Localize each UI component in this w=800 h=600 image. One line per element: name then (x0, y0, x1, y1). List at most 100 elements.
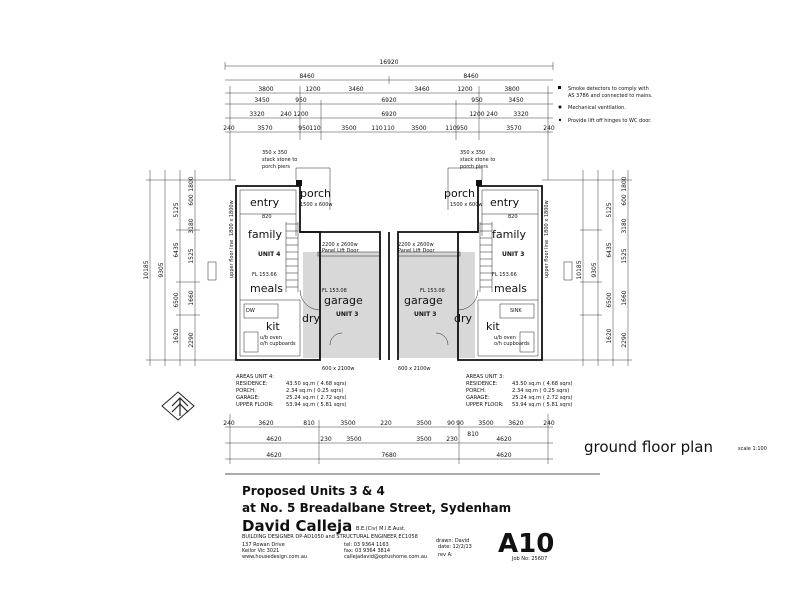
dim-b2-4: 3500 (416, 436, 431, 443)
dim-left-12: 1620 (173, 328, 180, 343)
fl-level-left: FL 153.66 (252, 272, 277, 278)
dim-right-10: 5125 (606, 202, 613, 217)
dim-b1-5: 220 (380, 420, 392, 427)
garage-unit-left: UNIT 3 (336, 311, 358, 318)
dim-row4-3: 6920 (381, 97, 396, 104)
dim-left-1: 1800 (188, 176, 195, 191)
areas-left-value-2: 2.34 sq.m ( 0.25 sqrs) (286, 388, 343, 394)
garage-right-floor (399, 252, 475, 358)
dim-b1-7: 90 (447, 420, 455, 427)
areas-left-label-4: UPPER FLOOR: (236, 402, 274, 408)
dim-row4-4: 950 (471, 97, 483, 104)
dim-left-8: 10185 (143, 260, 150, 279)
oven-right-1: u/b oven (494, 335, 516, 341)
fax: fax: 03 9364 3814 (344, 548, 390, 554)
door-820-left: 820 (262, 214, 272, 220)
dim-row6-1: 240 (223, 125, 235, 132)
designer-role: BUILDING DESIGNER DP-AD1050 and STRUCTUR… (242, 534, 418, 540)
website: www.housedesign.com.au (242, 554, 307, 560)
upper-floor-line-right: upper floor line (544, 240, 550, 278)
areas-right-label-1: RESIDENCE: (466, 381, 498, 387)
room-kit-right: kit (486, 320, 500, 333)
dim-b1-8: 90 (456, 420, 464, 427)
dim-right-1: 1800 (621, 176, 628, 191)
areas-right-value-1: 43.50 sq.m ( 4.68 sqrs) (512, 381, 573, 387)
dim-b1-1: 240 (223, 420, 235, 427)
window-bottom-right: 600 x 2100w (398, 366, 431, 372)
left-dimension-chains: 1800 600 3180 1525 6435 1660 2290 10185 9305 5125… (143, 170, 236, 366)
dim-row6-10: 950 (456, 125, 468, 132)
dim-b2-3: 3500 (346, 436, 361, 443)
room-entry-left: entry (250, 196, 280, 209)
dim-left-9: 9305 (158, 262, 165, 277)
oven-left-2: o/h cupboards (260, 341, 296, 347)
garage-door-left-2: Panel Lift Door (322, 248, 359, 254)
areas-right-title: AREAS UNIT 3: (466, 374, 504, 380)
areas-right-label-3: GARAGE: (466, 395, 490, 401)
areas-left-value-4: 53.94 sq.m ( 5.81 sqrs) (286, 402, 347, 408)
areas-right-label-2: PORCH: (466, 388, 486, 394)
dim-left-4: 1525 (188, 248, 195, 263)
dim-b1-2: 3620 (258, 420, 273, 427)
dim-right-9: 9305 (591, 262, 598, 277)
dim-b3-2: 7680 (381, 452, 396, 459)
bottom-dimension-chains: 240 3620 810 3500 220 3500 90 90 3500 81… (223, 414, 555, 464)
dim-row5-5: 1200 (469, 111, 484, 118)
dim-row6-5: 3500 (341, 125, 356, 132)
areas-left-label-3: GARAGE: (236, 395, 260, 401)
dim-row3-5: 1200 (457, 86, 472, 93)
areas-left-title: AREAS UNIT 4: (236, 374, 274, 380)
areas-right-value-2: 2.34 sq.m ( 0.25 sqrs) (512, 388, 569, 394)
garage-fl-left: FL 153.08 (322, 288, 347, 294)
dim-left-10: 5125 (173, 202, 180, 217)
dim-right-2: 600 (621, 194, 628, 206)
porch-note-right-3: porch piers (460, 164, 488, 170)
dim-right-3: 3180 (621, 218, 628, 233)
room-porch-right: porch (444, 187, 475, 200)
dim-left-7: 2290 (188, 332, 195, 347)
fl-level-right: FL 153.66 (492, 272, 517, 278)
dim-row5-1: 3320 (249, 111, 264, 118)
areas-right-label-4: UPPER FLOOR: (466, 402, 504, 408)
room-dry-right: dry (454, 312, 473, 325)
areas-unit-4: AREAS UNIT 4: RESIDENCE: 43.50 sq.m ( 4.… (236, 374, 347, 408)
room-garage-right: garage (404, 294, 443, 307)
sheet-number: A10 (498, 529, 554, 559)
areas-unit-3: AREAS UNIT 3: RESIDENCE: 43.50 sq.m ( 4.… (466, 374, 573, 408)
room-meals-right: meals (494, 282, 527, 295)
unit-label-left: UNIT 4 (258, 251, 280, 258)
room-meals-left: meals (250, 282, 283, 295)
garage-unit-right: UNIT 3 (414, 311, 436, 318)
dim-row6-11: 3570 (506, 125, 521, 132)
room-family-right: family (492, 228, 526, 241)
note-1-line-2: AS 3786 and connected to mains. (568, 93, 653, 99)
dim-row6-4: 110 (309, 125, 321, 132)
areas-right-value-3: 25.24 sq.m ( 2.72 sqrs) (512, 395, 573, 401)
north-arrow-icon (161, 391, 195, 421)
general-notes: Smoke detectors to comply with AS 3786 a… (558, 86, 653, 124)
unit-label-right: UNIT 3 (502, 251, 524, 258)
note-2: Mechanical ventilation. (568, 105, 626, 111)
dim-b1-6: 3500 (416, 420, 431, 427)
designer-name: David Calleja (242, 517, 352, 535)
garage-fl-right: FL 153.08 (420, 288, 445, 294)
porch-note-left-3: porch piers (262, 164, 290, 170)
porch-note-right-2: stack stone to (460, 157, 495, 163)
stair-left (285, 222, 299, 292)
job-number: Job No: 25607 (511, 556, 547, 562)
dim-left-5: 6435 (173, 242, 180, 257)
upper-floor-line-left: upper floor line (229, 240, 235, 278)
dim-left-6: 1660 (188, 290, 195, 305)
dim-left-3: 3180 (188, 218, 195, 233)
dim-left-11: 6500 (173, 292, 180, 307)
garage-door-right-1: 2200 x 2600w (398, 242, 434, 248)
dim-row4-5: 3450 (508, 97, 523, 104)
dim-b2-5: 230 (446, 436, 458, 443)
window-side-right: 1800 x 1800w (544, 200, 550, 236)
dim-left-2: 600 (188, 194, 195, 206)
porch-note-left-1: 350 x 350 (262, 150, 287, 156)
top-dimension-chains: 16920 8460 8460 3800 1200 3460 3460 1200… (223, 59, 555, 180)
dim-right-11: 6500 (606, 292, 613, 307)
